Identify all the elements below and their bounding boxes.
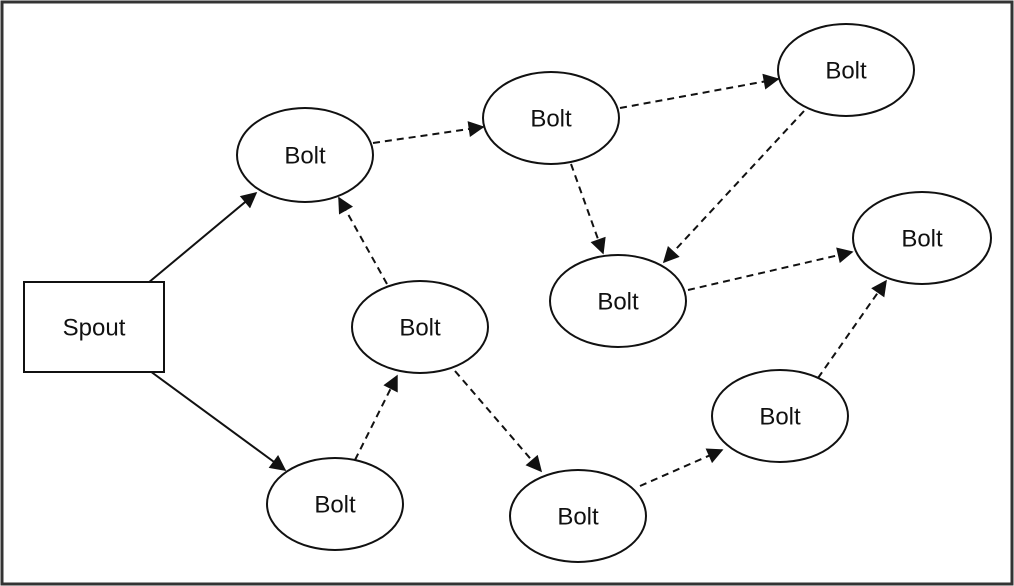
edge-bolt-d-to-bolt-e [619,73,780,109]
node-bolt-a: Bolt [236,107,374,203]
node-bolt-d: Bolt [482,71,620,165]
edges-layer [147,73,887,487]
edge-bolt-a-to-bolt-d [372,121,485,144]
bolt-label: Bolt [557,504,599,531]
node-bolt-e: Bolt [777,23,915,117]
bolt-ellipse [549,254,687,348]
edge-bolt-c-to-bolt-a [338,196,388,285]
bolt-ellipse [351,280,489,374]
bolt-ellipse [711,369,849,463]
edge-spout-to-bolt-b [149,370,287,471]
edge-bolt-b-to-bolt-c [354,374,398,461]
node-spout: Spout [23,281,165,373]
node-bolt-f: Bolt [509,469,647,563]
bolt-label: Bolt [399,315,441,342]
bolt-label: Bolt [530,106,572,133]
bolt-ellipse [266,457,404,551]
edge-bolt-c-to-bolt-f [454,370,543,473]
bolt-label: Bolt [825,58,867,85]
node-bolt-b: Bolt [266,457,404,551]
node-bolt-g: Bolt [549,254,687,348]
bolt-ellipse [509,469,647,563]
spout-label: Spout [63,315,126,342]
node-bolt-c: Bolt [351,280,489,374]
edge-bolt-d-to-bolt-g [570,163,606,255]
node-bolt-i: Bolt [711,369,849,463]
spout-box [23,281,165,373]
edge-bolt-i-to-bolt-h [817,279,887,379]
bolt-ellipse [852,191,992,285]
bolt-ellipse [777,23,915,117]
edge-bolt-f-to-bolt-i [639,448,724,487]
bolt-ellipse [236,107,374,203]
nodes-layer: SpoutBoltBoltBoltBoltBoltBoltBoltBoltBol… [23,23,992,563]
bolt-label: Bolt [901,226,943,253]
bolt-label: Bolt [597,289,639,316]
edge-spout-to-bolt-a [147,191,258,284]
bolt-label: Bolt [759,404,801,431]
bolt-label: Bolt [314,492,356,519]
bolt-label: Bolt [284,143,326,170]
edge-bolt-g-to-bolt-h [687,247,854,291]
edge-bolt-e-to-bolt-g [662,110,805,264]
node-bolt-h: Bolt [852,191,992,285]
bolt-ellipse [482,71,620,165]
